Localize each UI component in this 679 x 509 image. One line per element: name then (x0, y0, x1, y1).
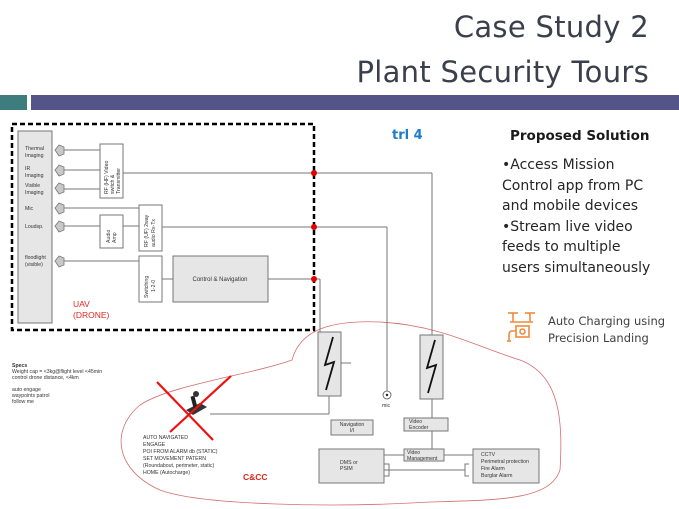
solution-line: feeds to multiple (502, 239, 621, 255)
sensor-label: IR (25, 166, 30, 172)
specs-line: waypoints patrol (12, 393, 50, 399)
ground-wires (221, 362, 473, 477)
connector-icon (54, 164, 65, 177)
ccc-label: C&CC (243, 472, 268, 482)
navigation-label: I/I (350, 428, 354, 434)
audio-amp-label: Audio (106, 230, 112, 243)
sensor-label: Visible (25, 183, 40, 189)
switching-box (138, 255, 163, 303)
sensor-label: Loudsp. (25, 224, 43, 230)
proposed-solution-list: •Access Mission Control app from PC and … (502, 155, 672, 278)
switching-label: 1-2-0 (151, 280, 157, 292)
cctv-label: Fire Alarm (481, 466, 505, 472)
dms-label: DMS or (340, 460, 358, 466)
specs-line: control drone distance, <4km (12, 375, 79, 381)
proposed-solution-heading: Proposed Solution (510, 128, 650, 144)
trl-label: trl 4 (392, 128, 423, 143)
connector-icon (54, 144, 65, 157)
uav-label: UAV (73, 299, 90, 309)
uav-label: (DRONE) (73, 310, 110, 320)
junction-dots (311, 170, 317, 282)
switching-label: Switching (144, 276, 150, 298)
mic-label: mic (382, 403, 390, 409)
lightning-icon (425, 339, 438, 394)
dms-psim-box (318, 448, 385, 484)
solution-line: •Stream live video (502, 218, 633, 235)
drone-charging-icon (507, 312, 535, 342)
junction-dot (311, 276, 317, 282)
sensor-label: floodlight (25, 255, 46, 261)
auto-charging-line: Auto Charging using (548, 314, 666, 328)
video-management-label: Management (407, 456, 438, 462)
note-line: SET MOVEMENT PATERN (143, 456, 206, 462)
title-band-purple (31, 95, 679, 110)
rf-video-transmitter-box (99, 143, 124, 199)
sensor-label: Imaging (25, 153, 44, 159)
control-navigation-label: Control & Navigation (192, 277, 247, 283)
ground-notes: AUTO NAVIGATED ENGAGE POI FROM ALARM db … (143, 435, 218, 476)
junction-dot (311, 170, 317, 176)
sensor-label: Imaging (25, 190, 44, 196)
mic-dot (385, 393, 389, 397)
rf-video-label: Transmitter (116, 168, 122, 194)
title-band-teal (0, 95, 27, 110)
joystick-icon (186, 391, 207, 415)
rf-audio-box (138, 204, 163, 252)
lightning-icon (323, 336, 336, 391)
specs-line: auto engage (12, 387, 41, 393)
specs-heading: Specs (12, 363, 27, 369)
note-line: ENGAGE (143, 442, 166, 448)
video-encoder-label: Video (409, 419, 422, 425)
note-line: HOME (Autocharge) (143, 470, 190, 476)
connector-icon (54, 182, 65, 195)
rf-video-label: switch & (110, 174, 116, 194)
video-encoder-box (403, 417, 449, 432)
sensor-label: Mic (25, 206, 33, 212)
rf-audio-label: audio Rx-Tx (151, 219, 157, 247)
rf-audio-label: RF (UF) 2way (144, 214, 150, 247)
video-management-box (403, 448, 445, 462)
audio-amp-label: Amp (112, 232, 118, 243)
slide-title-line-2: Plant Security Tours (356, 55, 649, 89)
note-line: POI FROM ALARM db (STATIC) (143, 449, 218, 455)
specs-line: Weight cap = <3kg@flight level <45min (12, 369, 102, 375)
note-line: AUTO NAVIGATED (143, 435, 188, 441)
specs-block: Specs Weight cap = <3kg@flight level <45… (12, 363, 102, 405)
sensor-labels: Thermal Imaging IR Imaging Visible Imagi… (25, 146, 46, 268)
junction-dot (311, 224, 317, 230)
specs-line: follow me (12, 399, 34, 405)
note-line: (Roundabout, perimeter, static) (143, 463, 214, 469)
connector-icon (54, 220, 65, 233)
solution-line: users simultaneously (502, 259, 651, 276)
video-management-label: Video (407, 450, 420, 456)
connector-icon (54, 255, 65, 268)
video-encoder-label: Encoder (409, 425, 429, 431)
slide-title-line-1: Case Study 2 (453, 10, 649, 44)
audio-amp-box (99, 214, 124, 249)
cctv-label: CCTV (481, 452, 496, 458)
control-navigation-box (172, 255, 269, 303)
solution-line: Control app from PC (502, 177, 644, 194)
cctv-box (472, 448, 540, 484)
auto-charging-label: Auto Charging using Precision Landing (548, 313, 665, 347)
uav-wires (64, 149, 433, 392)
solution-line: •Access Mission (502, 157, 615, 173)
cross-out-icon (156, 375, 232, 441)
connector-icons (54, 144, 65, 268)
cctv-label: Perimetral protection (481, 459, 529, 465)
sensor-label: Imaging (25, 173, 44, 179)
navigation-box (330, 419, 374, 436)
connector-icon (54, 202, 65, 215)
sensor-label: Thermal (25, 146, 44, 152)
navigation-label: Navigation (340, 422, 365, 428)
cctv-label: Burglar Alarm (481, 473, 512, 479)
solution-line: and mobile devices (502, 198, 639, 214)
rf-video-label: RF (HF) Video (104, 161, 110, 194)
ccc-boundary (120, 321, 562, 506)
sensor-panel (17, 130, 53, 324)
sensor-label: (visible) (25, 262, 43, 268)
auto-charging-line: Precision Landing (548, 331, 649, 345)
dms-label: PSIM (340, 466, 353, 472)
